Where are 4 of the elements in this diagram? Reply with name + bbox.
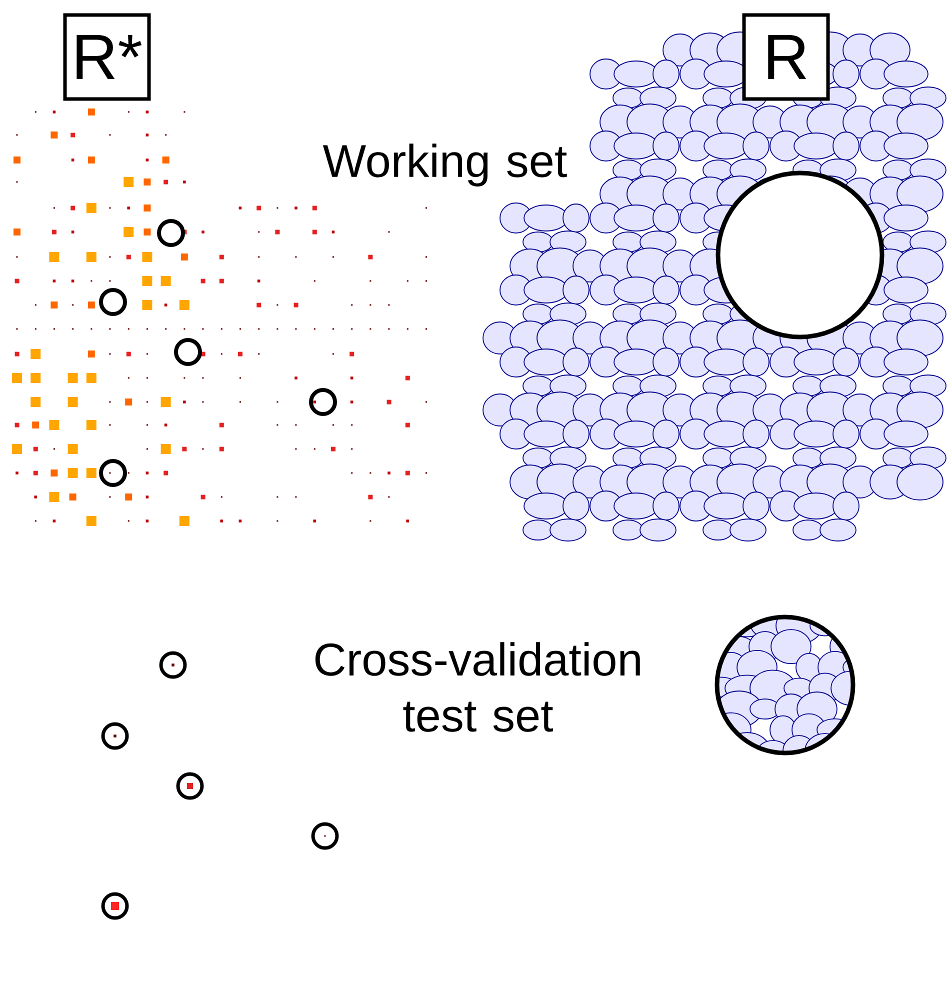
label-box: R* (63, 13, 151, 101)
set-label: Working set (322, 144, 567, 186)
label-box: R (742, 13, 830, 101)
set-label: Cross-validation test set (315, 642, 640, 732)
